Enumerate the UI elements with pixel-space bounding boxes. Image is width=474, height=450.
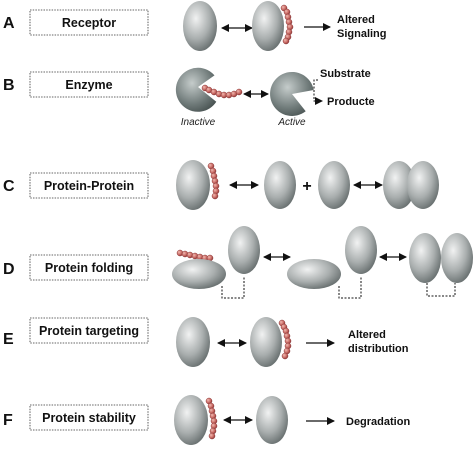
substrate-label: Substrate — [320, 68, 371, 80]
panel-d-title: Protein folding — [45, 261, 133, 275]
panel-f-title: Protein stability — [42, 411, 136, 425]
protein-icon — [383, 161, 415, 209]
panel-c-title: Protein-Protein — [44, 179, 134, 193]
panel-f-label-box — [29, 404, 149, 431]
protein-icon — [256, 396, 288, 444]
panel-b: B Enzyme Inactive Active Substrate Produ… — [3, 67, 375, 128]
panel-b-label-box — [29, 71, 149, 98]
panel-a: A Receptor Altered Signaling — [3, 1, 387, 51]
panel-b-letter: B — [3, 77, 15, 94]
inactive-enzyme-icon — [175, 67, 217, 112]
modifier-chain — [207, 162, 220, 200]
panel-a-letter: A — [3, 15, 15, 32]
protein-icon — [407, 161, 439, 209]
product-label: Producte — [327, 96, 375, 108]
panel-a-outcome-line2: Signaling — [337, 28, 387, 40]
panel-f-letter: F — [3, 412, 13, 429]
panel-e-title: Protein targeting — [39, 324, 139, 338]
active-state-label: Active — [277, 117, 306, 128]
bead — [281, 352, 289, 360]
panel-e-outcome-line1: Altered — [348, 329, 386, 341]
bead — [282, 37, 290, 45]
panel-f: F Protein stability Degradation — [3, 395, 410, 445]
panel-c-letter: C — [3, 178, 15, 195]
panel-c-label-box — [29, 172, 149, 199]
panel-f-outcome: Degradation — [346, 416, 410, 428]
protein-icon — [176, 160, 210, 210]
linker-bracket — [338, 276, 362, 299]
inactive-state-label: Inactive — [181, 117, 216, 128]
panel-e-letter: E — [3, 331, 14, 348]
panel-d-label-box — [29, 254, 149, 281]
panel-d-letter: D — [3, 261, 15, 278]
panel-a-label-box — [29, 9, 149, 36]
bound-ligand-chain — [280, 4, 294, 45]
panel-c: C Protein-Protein + — [3, 160, 439, 210]
protein-domain-icon — [345, 226, 377, 274]
reaction-bracket — [313, 79, 322, 102]
panel-d: D Protein folding — [3, 226, 473, 299]
degradation-tag-chain — [205, 397, 218, 440]
inhibitor-chain — [201, 84, 243, 99]
panel-a-title: Receptor — [62, 16, 116, 30]
protein-domain-icon — [287, 259, 341, 289]
bead — [208, 432, 216, 440]
protein-icon — [174, 395, 208, 445]
protein-icon — [250, 317, 282, 367]
protein-icon — [264, 161, 296, 209]
protein-domain-icon — [228, 226, 260, 274]
unfolding-chain — [176, 249, 214, 262]
protein-domain-icon — [441, 233, 473, 283]
protein-icon — [318, 161, 350, 209]
panel-b-title: Enzyme — [65, 78, 112, 92]
active-enzyme-icon — [270, 71, 314, 116]
protein-domain-icon — [409, 233, 441, 283]
bead — [235, 88, 243, 96]
linker-bracket — [426, 283, 456, 297]
plus-sign: + — [302, 178, 311, 195]
protein-icon — [252, 1, 284, 51]
protein-icon — [176, 317, 210, 367]
bead — [211, 192, 219, 200]
panel-e-label-box — [29, 317, 149, 344]
panel-e: E Protein targeting Altered distribution — [3, 317, 409, 367]
panel-a-outcome-line1: Altered — [337, 14, 375, 26]
protein-icon — [183, 1, 217, 51]
protein-domain-icon — [172, 259, 226, 289]
targeting-signal-chain — [278, 319, 292, 360]
panel-e-outcome-line2: distribution — [348, 343, 409, 355]
linker-bracket — [221, 276, 245, 299]
